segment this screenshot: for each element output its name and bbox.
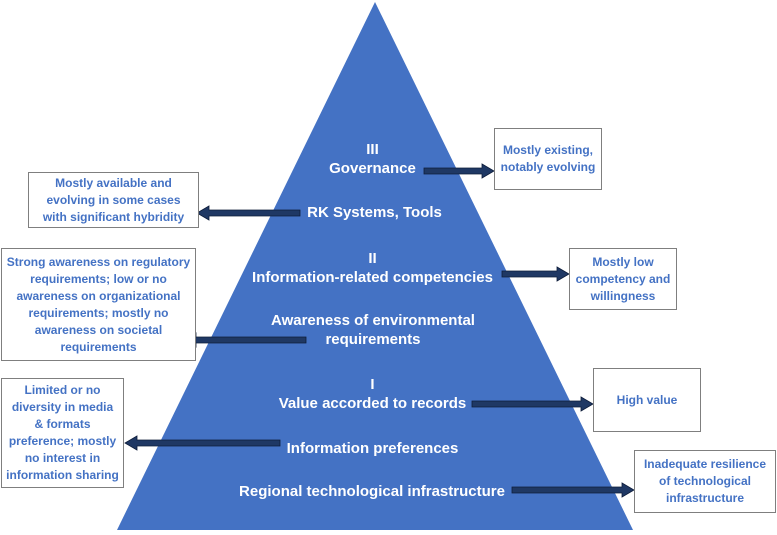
callout-infrastructure: Inadequate resilience of technological i… <box>634 450 776 513</box>
arrow-governance <box>423 163 495 179</box>
callout-awareness: Strong awareness on regulatory requireme… <box>1 248 196 361</box>
arrow-rk-systems <box>196 205 301 221</box>
callout-value: High value <box>593 368 701 432</box>
level-value: I Value accorded to records <box>270 375 475 413</box>
level-title-competencies: Information-related competencies <box>252 269 493 286</box>
level-title-infrastructure: Regional technological infrastructure <box>239 483 505 500</box>
level-title-preferences: Information preferences <box>286 440 459 457</box>
level-preferences: Information preferences <box>275 439 470 458</box>
callout-value-text: High value <box>616 392 678 407</box>
arrow-infrastructure <box>511 482 635 498</box>
callout-preferences-text: Limited or no diversity in media & forma… <box>6 383 119 482</box>
callout-rk-systems: Mostly available and evolving in some ca… <box>28 172 199 228</box>
pyramid-triangle <box>117 2 633 530</box>
level-rk-systems: RK Systems, Tools <box>292 203 457 222</box>
level-numeral-iii: III <box>366 141 379 158</box>
level-awareness: Awareness of environmental requirements <box>262 311 484 349</box>
level-title-governance: Governance <box>329 160 416 177</box>
callout-rk-systems-text: Mostly available and evolving in some ca… <box>42 175 185 224</box>
arrow-value <box>471 396 594 412</box>
callout-awareness-text: Strong awareness on regulatory requireme… <box>6 254 191 354</box>
callout-competencies: Mostly low competency and willingness <box>569 248 677 310</box>
level-numeral-i: I <box>370 376 375 393</box>
callout-infrastructure-text: Inadequate resilience of technological i… <box>643 457 767 505</box>
level-governance: III Governance <box>300 140 445 178</box>
callout-governance: Mostly existing, notably evolving <box>494 128 602 190</box>
level-numeral-ii: II <box>368 250 377 267</box>
arrow-preferences <box>124 435 281 451</box>
callout-governance-text: Mostly existing, notably evolving <box>500 143 596 174</box>
level-title-value: Value accorded to records <box>278 395 467 412</box>
level-infrastructure: Regional technological infrastructure <box>227 482 517 501</box>
callout-preferences: Limited or no diversity in media & forma… <box>1 378 124 488</box>
arrow-competencies <box>501 266 570 282</box>
callout-competencies-text: Mostly low competency and willingness <box>575 254 671 303</box>
level-title-rk-systems: RK Systems, Tools <box>307 204 442 221</box>
level-competencies: II Information-related competencies <box>240 249 505 287</box>
level-title-awareness: Awareness of environmental requirements <box>271 312 475 348</box>
